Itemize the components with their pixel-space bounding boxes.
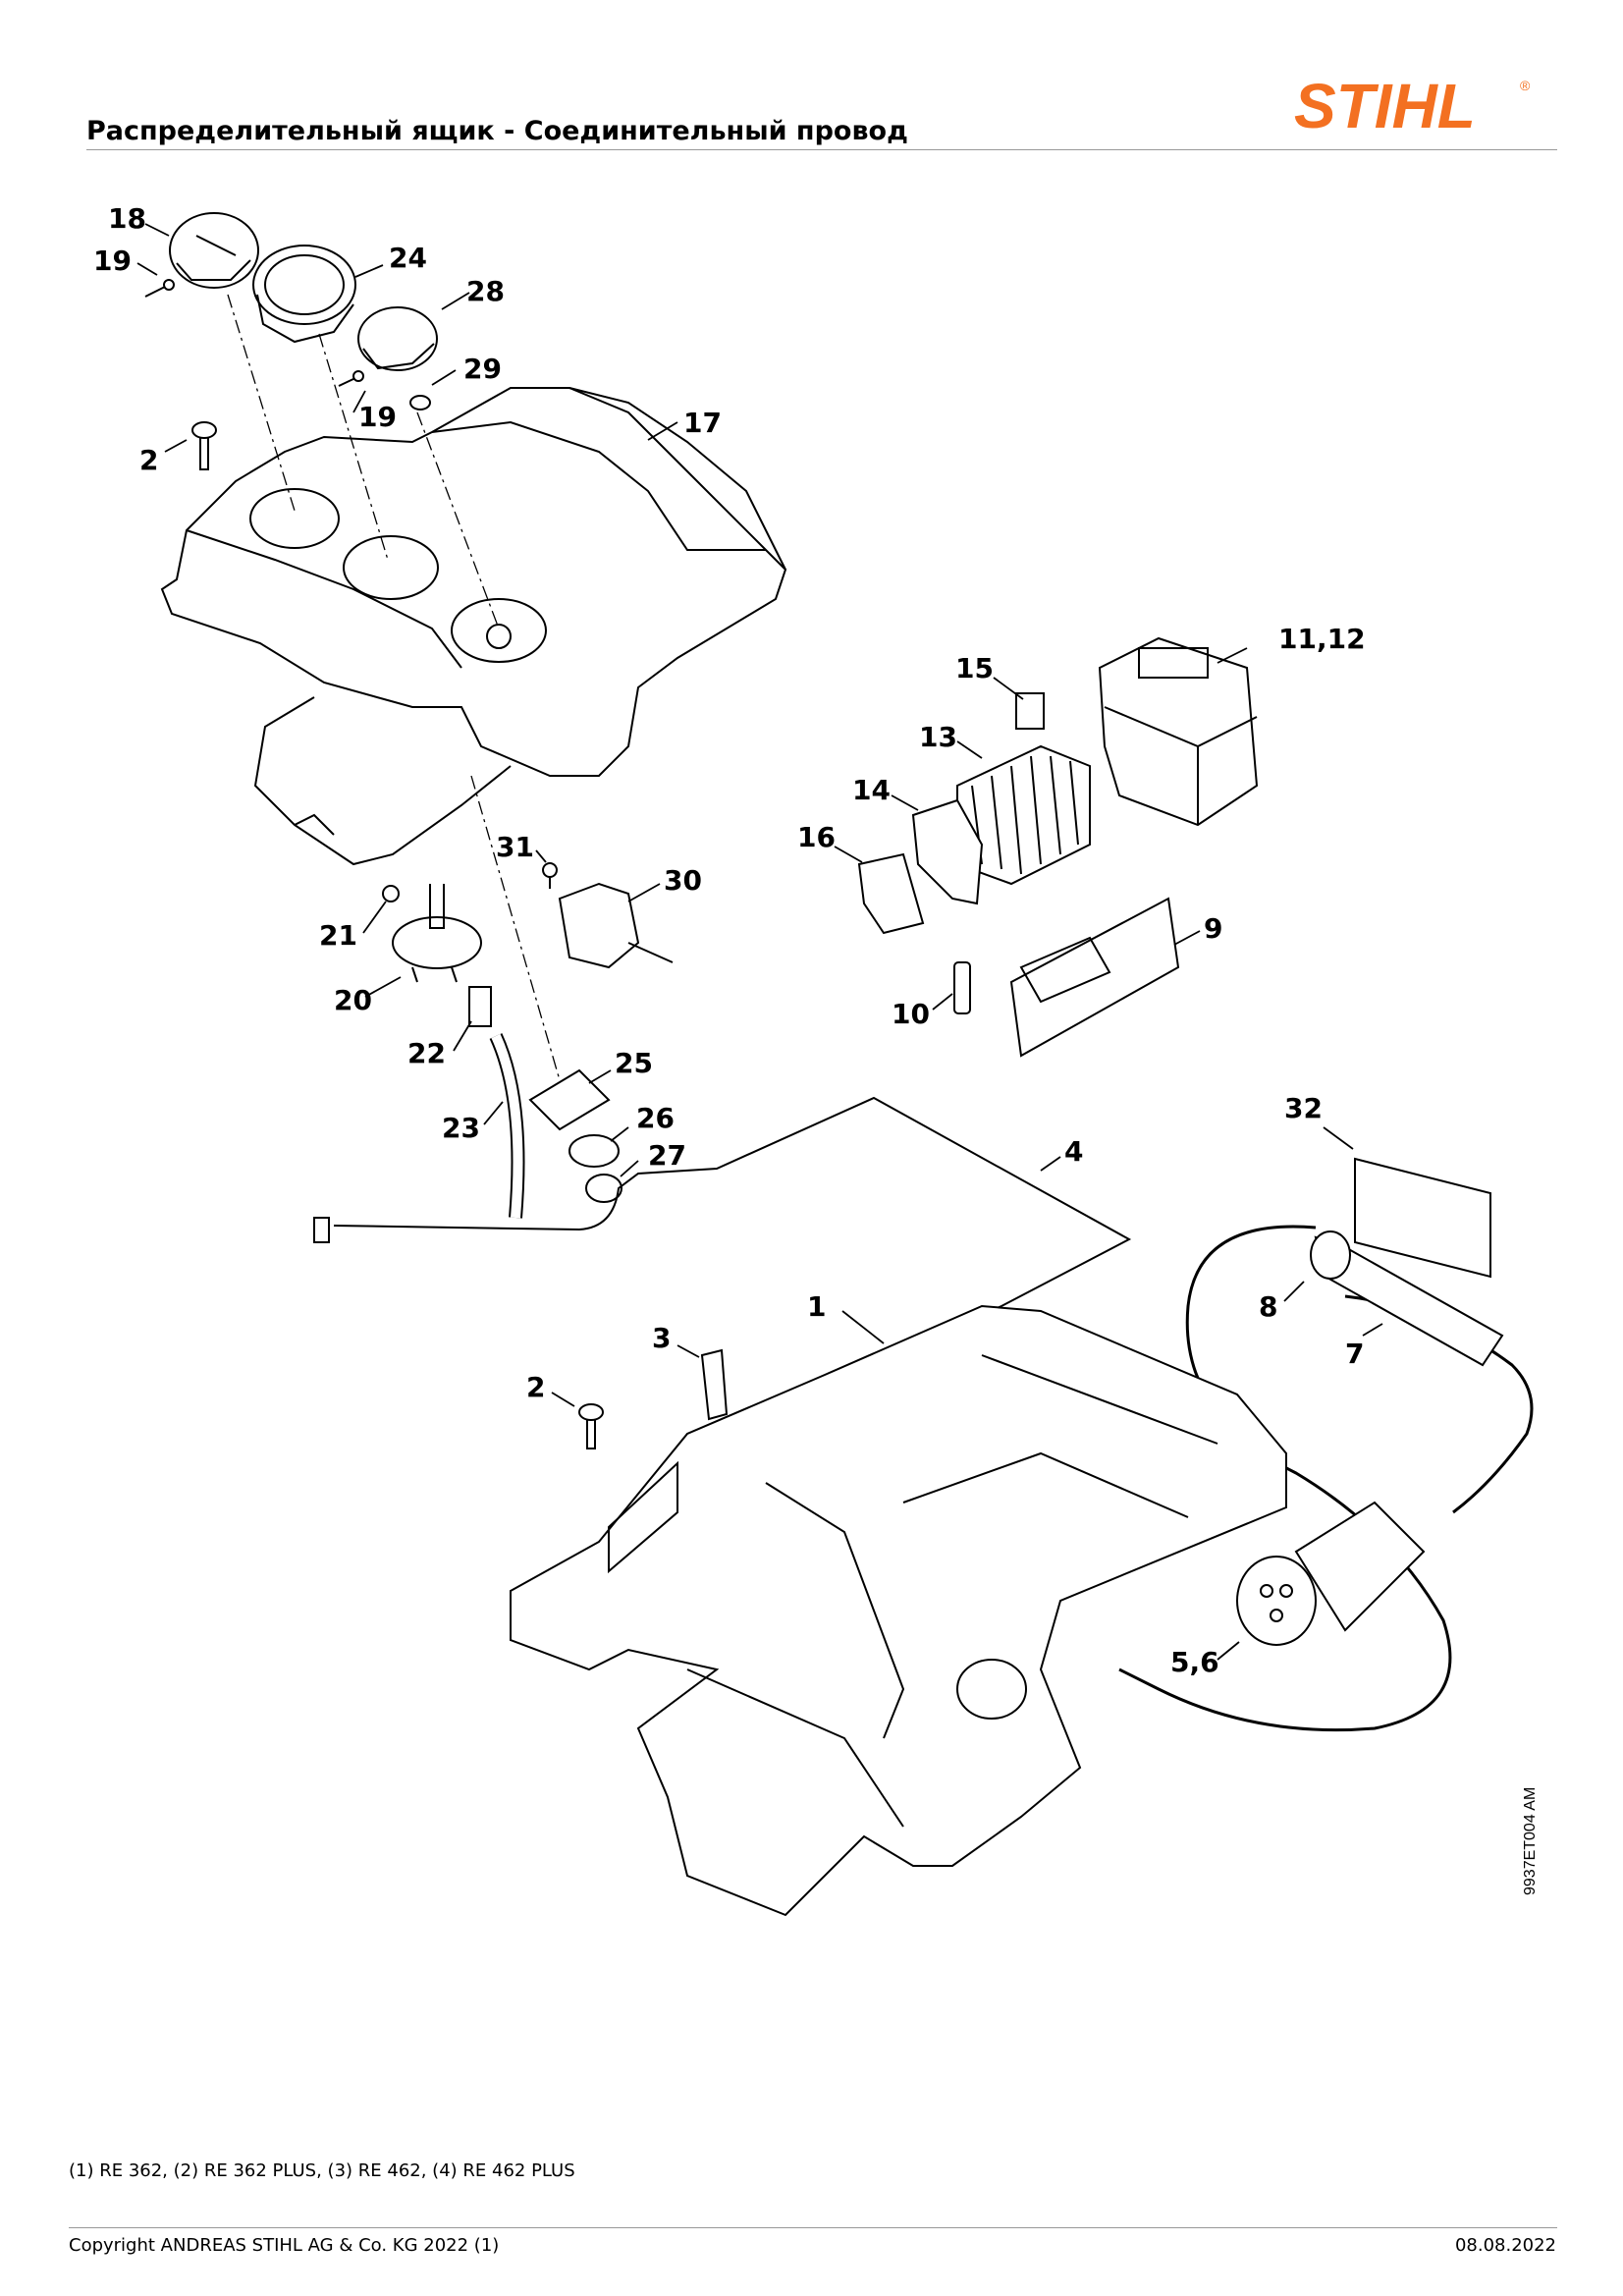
leader-lines — [136, 223, 1383, 1661]
callout: 17 — [683, 407, 722, 439]
cable-gland-8 — [1310, 1230, 1504, 1367]
callout: 2 — [139, 444, 158, 476]
contactor-11-12 — [1098, 636, 1259, 827]
screw-2-bottom — [578, 1403, 604, 1449]
callout-labels: 18 19 24 28 29 19 2 17 15 11,12 13 14 16… — [93, 202, 1366, 1678]
callout: 32 — [1284, 1092, 1323, 1124]
callout: 15 — [955, 652, 994, 684]
callout: 3 — [652, 1322, 671, 1354]
callout: 25 — [615, 1047, 653, 1079]
callout: 5,6 — [1170, 1646, 1219, 1678]
callout: 28 — [466, 275, 505, 307]
plug-5-6 — [1236, 1501, 1426, 1646]
document-code: 9937ET004 AM — [1522, 1786, 1539, 1895]
callout: 29 — [463, 353, 502, 385]
callout: 14 — [852, 774, 891, 806]
gasket-25 — [528, 1068, 611, 1131]
copyright-text: Copyright ANDREAS STIHL AG & Co. KG 2022… — [69, 2235, 500, 2256]
switch-30 — [558, 882, 674, 969]
callout: 23 — [442, 1112, 480, 1144]
screw-19-second — [338, 370, 364, 387]
callout: 27 — [648, 1139, 686, 1172]
callout: 22 — [407, 1037, 446, 1069]
callout: 9 — [1204, 912, 1222, 945]
callout: 1 — [807, 1290, 826, 1323]
callout: 4 — [1064, 1135, 1083, 1168]
model-note: (1) RE 362, (2) RE 362 PLUS, (3) RE 462,… — [69, 2160, 575, 2181]
stihl-logo: STIHL ® — [1294, 71, 1531, 141]
callout: 19 — [358, 401, 397, 433]
callout: 16 — [797, 821, 836, 853]
gauge-24 — [252, 245, 356, 344]
callout: 20 — [334, 984, 372, 1016]
header-divider — [86, 149, 1557, 150]
screw-31 — [542, 862, 558, 889]
screw-21 — [382, 885, 400, 902]
control-panel-cover — [160, 387, 787, 866]
callout: 10 — [892, 998, 930, 1030]
label-plate-32 — [1354, 1157, 1491, 1279]
callout: 26 — [636, 1102, 675, 1134]
knob-28 — [357, 306, 438, 371]
footer-date: 08.08.2022 — [1454, 2235, 1556, 2256]
washer-26 — [568, 1134, 620, 1168]
jumper-15 — [1015, 692, 1045, 730]
page-title: Распределительный ящик - Соединительный … — [86, 116, 908, 146]
end-plate-14 — [911, 798, 984, 905]
callout: 24 — [389, 242, 427, 274]
plate-16 — [857, 852, 925, 935]
housing-base-1 — [510, 1304, 1287, 1917]
knob-18 — [169, 212, 259, 289]
sleeve-22 — [468, 986, 492, 1027]
callout: 13 — [919, 721, 957, 753]
washer-29 — [409, 395, 431, 410]
callout: 8 — [1259, 1290, 1277, 1323]
assembly-axis-lines — [227, 294, 561, 1081]
fuse-10 — [953, 961, 971, 1014]
callout: 2 — [526, 1371, 545, 1403]
footer-divider — [69, 2227, 1557, 2228]
callout: 11,12 — [1278, 623, 1366, 655]
callout: 18 — [108, 202, 146, 235]
callout: 30 — [664, 864, 702, 897]
screw-2-top — [191, 421, 217, 470]
potentiometer-20 — [392, 884, 482, 983]
callout: 7 — [1345, 1338, 1364, 1370]
logo-text: STIHL — [1294, 71, 1476, 141]
connecting-lead-4 — [313, 1096, 1132, 1435]
logo-registered-mark: ® — [1520, 78, 1531, 93]
screw-19-top — [144, 279, 175, 298]
circuit-board-9 — [1009, 897, 1180, 1058]
callout: 31 — [496, 831, 534, 863]
nut-27 — [585, 1174, 622, 1203]
callout: 19 — [93, 245, 132, 277]
grommet-3 — [700, 1348, 729, 1421]
callout: 21 — [319, 919, 357, 952]
